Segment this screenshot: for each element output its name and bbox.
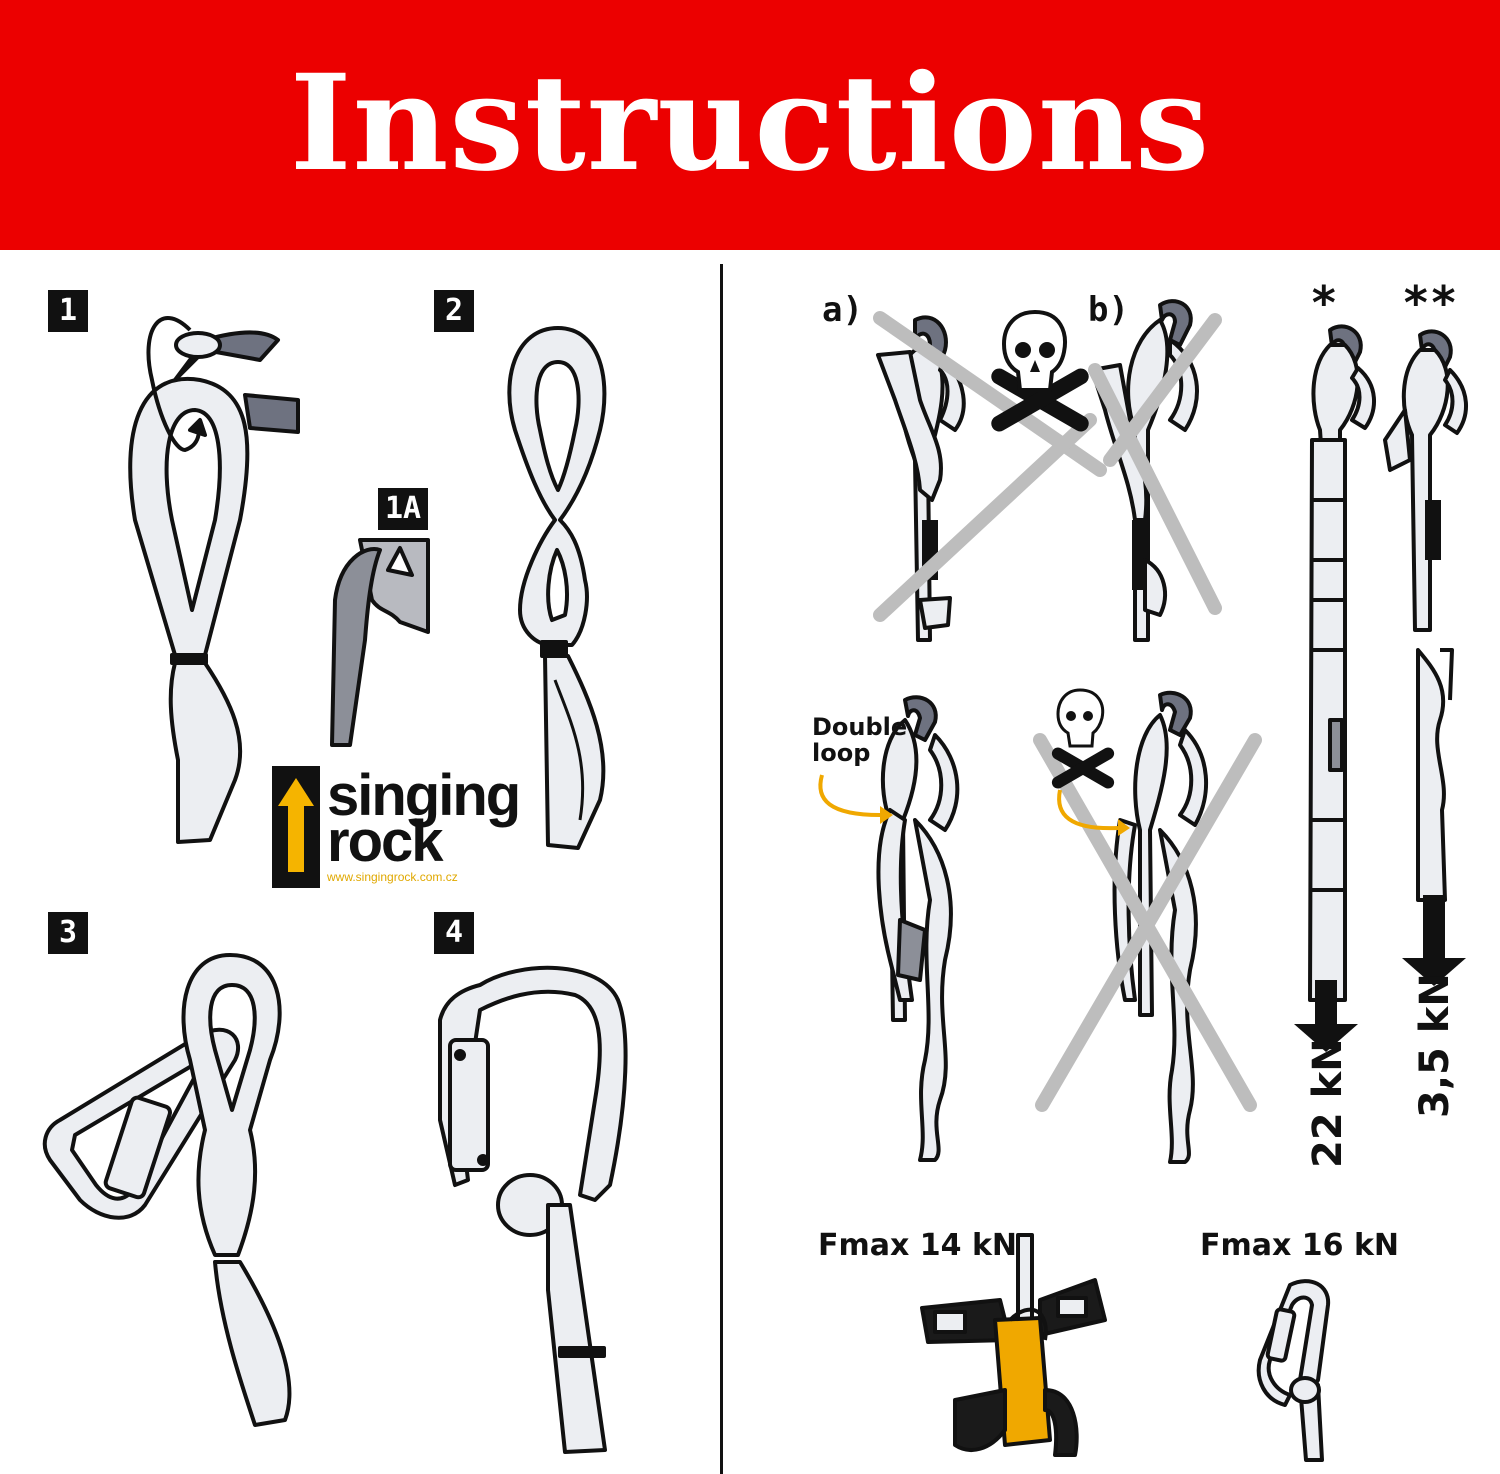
double-loop-line-1: Double <box>812 713 908 741</box>
label-b: b) <box>1088 290 1129 330</box>
step-1-badge: 1 <box>48 290 88 332</box>
carabiner-illustration <box>1256 1279 1331 1462</box>
panel-divider <box>720 264 723 1474</box>
logo-word-rock: rock <box>327 809 444 874</box>
star-single-marker: * <box>1310 276 1338 330</box>
step-4-badge: 4 <box>434 912 474 954</box>
step-3-illustration <box>42 953 292 1427</box>
strength-full-illustration <box>1308 324 1377 1002</box>
logo-url: www.singingrock.com.cz <box>327 870 458 884</box>
strength-reduced-illustration <box>1383 329 1469 902</box>
x-cross-icon <box>873 311 1262 1112</box>
singing-rock-logo: singing rock www.singingrock.com.cz <box>272 766 542 890</box>
header-banner: Instructions <box>0 0 1500 250</box>
double-loop-correct-illustration <box>876 695 960 1162</box>
double-loop-label: Double loop <box>812 714 907 766</box>
down-arrow-icon <box>1294 895 1466 1052</box>
step-1a-detail-illustration <box>330 538 430 747</box>
label-a: a) <box>822 290 863 330</box>
step-1-sling-illustration <box>128 316 300 844</box>
orange-arrow-icon <box>818 774 1119 831</box>
skull-crossbones-icon <box>1051 688 1115 789</box>
step-3-badge: 3 <box>48 912 88 954</box>
harness-illustration <box>920 1233 1107 1457</box>
step-2-sling-illustration <box>507 326 607 850</box>
force-22kn-label: 22 kN <box>1305 1038 1351 1168</box>
fmax-carabiner-label: Fmax 16 kN <box>1200 1228 1400 1263</box>
force-3-5kn-label: 3,5 kN <box>1412 973 1458 1118</box>
logo-word-singing: singing <box>327 763 521 828</box>
logo-arrow-icon <box>278 778 314 872</box>
step-2-badge: 2 <box>434 290 474 332</box>
double-loop-wrong-illustration <box>1112 690 1209 1164</box>
fmax-harness-label: Fmax 14 kN <box>818 1228 1018 1263</box>
page-title: Instructions <box>289 45 1211 201</box>
step-1a-badge: 1A <box>378 488 428 530</box>
step-4-illustration <box>438 965 628 1454</box>
double-loop-line-2: loop <box>812 739 871 767</box>
skull-crossbones-icon <box>991 309 1089 432</box>
star-double-marker: ** <box>1402 276 1458 330</box>
